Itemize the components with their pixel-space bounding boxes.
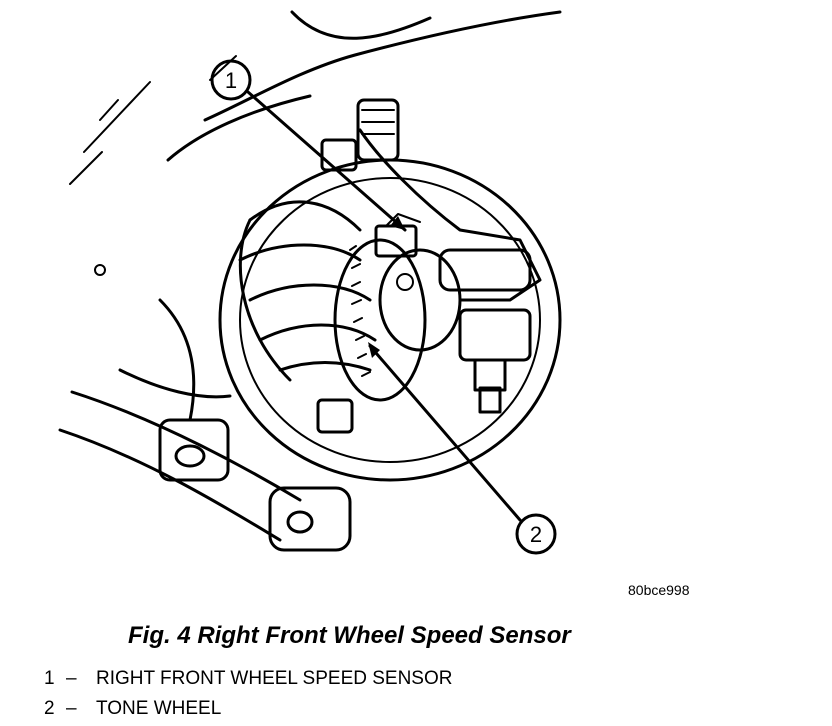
callout-2-arrowhead — [368, 342, 380, 358]
left-bushing — [158, 418, 230, 482]
tone-wheel — [333, 238, 427, 402]
figure-caption: Fig. 4 Right Front Wheel Speed Sensor — [128, 622, 571, 649]
legend-label: RIGHT FRONT WHEEL SPEED SENSOR — [96, 668, 453, 689]
callout-1-circle — [210, 59, 252, 101]
cv-boot — [238, 200, 377, 372]
tie-rod-end — [438, 248, 532, 292]
callout-2-number: 2 — [530, 522, 542, 547]
callout-1-arrowhead — [390, 216, 405, 230]
lower-control-arm — [58, 390, 302, 542]
upper-stud — [356, 98, 400, 162]
callout-2-leader — [368, 344, 522, 522]
figure-code: 80bce998 — [628, 582, 690, 598]
steering-knuckle — [358, 128, 542, 302]
upper-body-outline — [290, 10, 432, 40]
legend-item: 2–TONE WHEEL — [44, 694, 452, 724]
hub — [378, 248, 462, 352]
legend-number: 2 — [44, 698, 55, 719]
legend-dash: – — [66, 698, 77, 719]
callout-2-circle — [515, 513, 557, 555]
legend: 1–RIGHT FRONT WHEEL SPEED SENSOR 2–TONE … — [44, 664, 452, 724]
callout-1-number: 1 — [225, 68, 237, 93]
legend-number: 1 — [44, 668, 55, 689]
legend-item: 1–RIGHT FRONT WHEEL SPEED SENSOR — [44, 664, 452, 694]
legend-dash: – — [66, 668, 77, 689]
upper-arm-outline — [203, 10, 562, 122]
legend-label: TONE WHEEL — [96, 698, 222, 719]
bottom-bushing — [268, 486, 352, 552]
wheel-speed-sensor-illustration: 1 2 — [58, 10, 562, 555]
callout-1-leader — [246, 90, 407, 232]
